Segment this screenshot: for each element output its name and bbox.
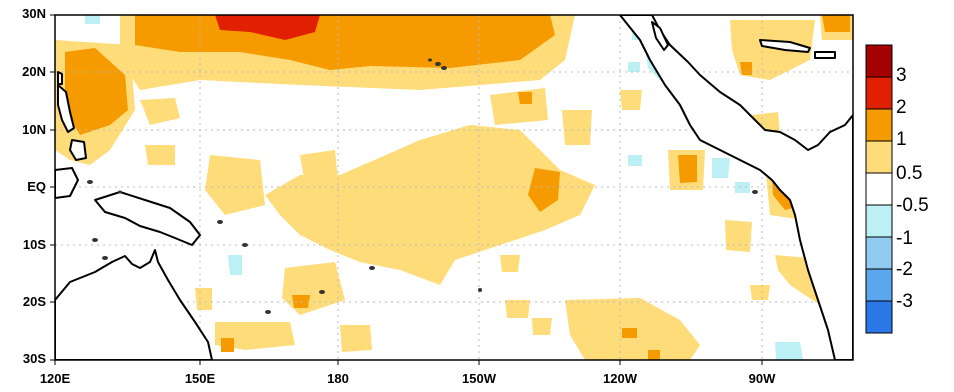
- lat-label-20s: 20S: [22, 294, 46, 309]
- colorbar-label-neg2: -2: [896, 259, 913, 280]
- colorbar-label-neg0.5: -0.5: [896, 195, 929, 216]
- colorbar-label-3: 3: [896, 65, 907, 86]
- lon-label-180: 180: [327, 371, 349, 386]
- lat-label-eq: EQ: [27, 179, 46, 194]
- colorbar-swatch: [865, 268, 893, 302]
- colorbar-swatch: [865, 236, 893, 270]
- colorbar-label-neg3: -3: [896, 291, 913, 312]
- colorbar-label-2: 2: [896, 97, 907, 118]
- colorbar-swatch: [865, 172, 893, 206]
- lon-label-150w: 150W: [462, 371, 496, 386]
- colorbar: [865, 44, 893, 334]
- anomaly-2-3: [215, 15, 320, 40]
- philippines-mindanao: [69, 139, 87, 161]
- lon-label-150e: 150E: [184, 371, 216, 386]
- australia: [55, 249, 213, 360]
- colorbar-swatch: [865, 300, 893, 334]
- americas: [619, 15, 853, 360]
- new-guinea: [94, 191, 201, 246]
- colorbar-swatch: [865, 140, 893, 174]
- lon-label-120e: 120E: [39, 371, 71, 386]
- colorbar-swatch: [865, 108, 893, 142]
- lat-label-30n: 30N: [22, 6, 46, 21]
- colorbar-swatch: [865, 204, 893, 238]
- taiwan: [57, 71, 63, 85]
- baja-california: [651, 21, 669, 51]
- hispaniola: [814, 51, 836, 59]
- lat-label-20n: 20N: [22, 64, 46, 79]
- islands: [87, 58, 758, 314]
- colorbar-swatch: [865, 44, 893, 78]
- colorbar-label-1: 1: [896, 129, 907, 150]
- lat-label-10s: 10S: [22, 237, 46, 252]
- colorbar-label-neg1: -1: [896, 228, 913, 249]
- philippines-luzon: [57, 84, 75, 133]
- map-field: [55, 15, 853, 360]
- lon-label-120w: 120W: [603, 371, 637, 386]
- cuba: [759, 39, 811, 53]
- lon-label-90w: 90W: [748, 371, 776, 386]
- colorbar-swatch: [865, 76, 893, 110]
- land-masses: [55, 15, 853, 360]
- borneo: [55, 167, 79, 199]
- lat-label-30s: 30S: [22, 351, 46, 366]
- lat-label-10n: 10N: [22, 122, 46, 137]
- axis-ticks: [50, 14, 763, 365]
- colorbar-label-0.5: 0.5: [896, 163, 923, 184]
- gridlines: [55, 15, 853, 360]
